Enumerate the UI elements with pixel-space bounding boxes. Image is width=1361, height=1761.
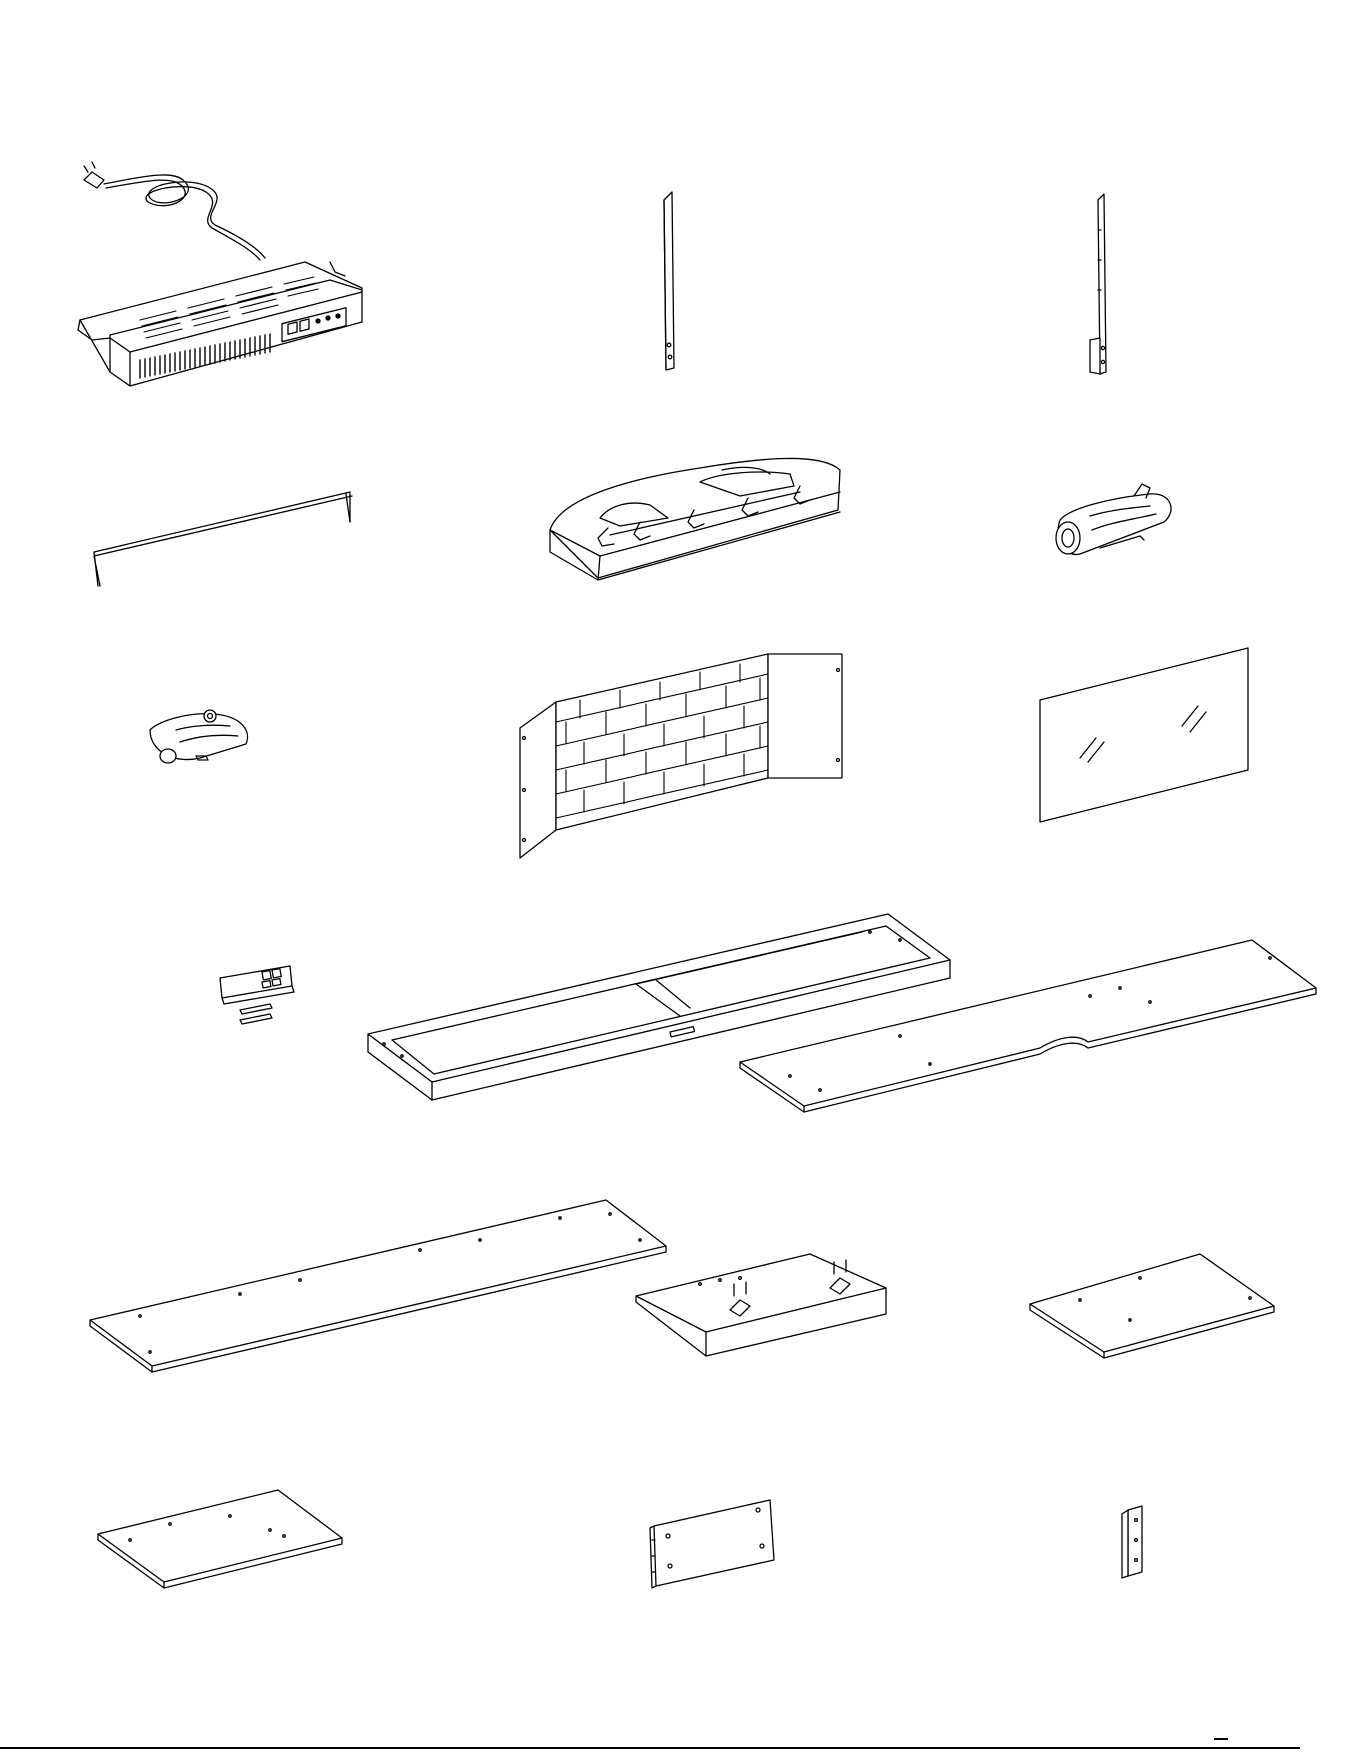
glass-pane-icon <box>1040 648 1248 822</box>
remote-control-icon <box>220 966 294 1024</box>
block-icon <box>1122 1506 1142 1578</box>
page-number-mark <box>1214 1738 1228 1744</box>
small-board-icon <box>1030 1254 1274 1358</box>
bottom-rule <box>0 1747 1300 1749</box>
small-board-icon <box>98 1490 342 1588</box>
board-with-hinges-icon <box>636 1254 886 1356</box>
upright-board-icon <box>650 1500 774 1588</box>
log-icon <box>1056 484 1171 554</box>
brick-liner-icon <box>520 654 842 858</box>
long-board-icon <box>90 1200 666 1372</box>
ember-bed-tray-icon <box>550 458 840 580</box>
right-support-bracket-icon <box>1090 194 1106 374</box>
heater-unit-with-power-cord-icon <box>78 162 362 386</box>
u-shaped-rod-icon <box>94 492 352 586</box>
left-support-bracket-icon <box>664 192 674 370</box>
log-piece-icon <box>150 710 248 763</box>
